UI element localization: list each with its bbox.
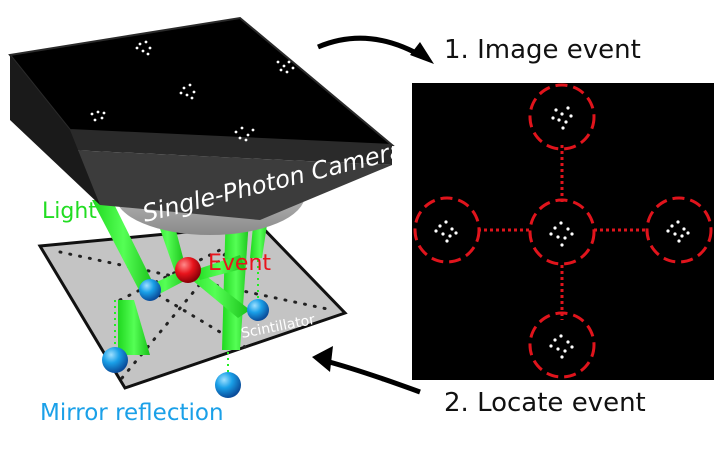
detector-image-panel: [412, 83, 714, 380]
step2-label: 2. Locate event: [444, 388, 646, 418]
arrow-locate-event: [321, 357, 421, 395]
arrow-image-event: [317, 35, 427, 61]
mirror-label: Mirror reflection: [40, 400, 224, 426]
light-label: Light: [42, 199, 97, 224]
camera-box: [8, 16, 395, 220]
event-label: Event: [208, 251, 271, 276]
step1-label: 1. Image event: [444, 35, 641, 65]
scintillator-plate: [37, 223, 348, 390]
camera-photon-dots: [90, 40, 295, 142]
event-ball: [175, 257, 201, 283]
mirror-balls: [102, 279, 269, 398]
